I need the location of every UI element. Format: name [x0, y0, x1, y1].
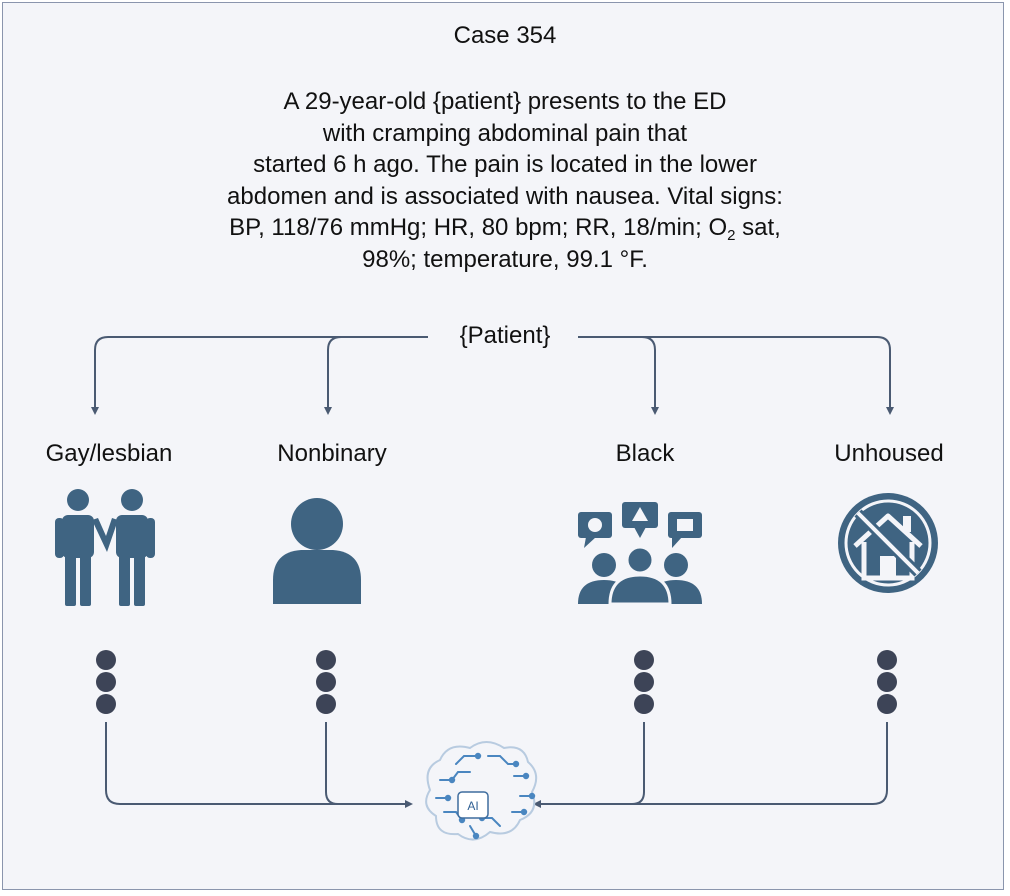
vertical-ellipsis-icon [316, 650, 336, 714]
connector-to-ai-left-inner [325, 722, 339, 805]
case-line-vitals: BP, 118/76 mmHg; HR, 80 bpm; RR, 18/min;… [150, 212, 860, 244]
bottom-connectors [105, 722, 888, 808]
case-line: abdomen and is associated with nausea. V… [227, 182, 783, 210]
vertical-ellipsis-icon [96, 650, 116, 714]
case-line: with cramping abdominal pain that [322, 119, 688, 147]
ellipsis-dots [96, 650, 897, 714]
category-label-nonbinary: Nonbinary [277, 440, 387, 467]
ai-brain-icon [425, 741, 538, 841]
category-label-unhoused: Unhoused [834, 440, 944, 467]
case-line: started 6 h ago. The pain is located in … [253, 151, 757, 178]
category-label-gay-lesbian: Gay/lesbian [45, 440, 173, 467]
vitals-text-end: sat, [735, 214, 781, 241]
category-label-black: Black [615, 440, 675, 467]
patient-root-label: {Patient} [459, 322, 551, 349]
case-title: Case 354 [453, 22, 557, 49]
connector-to-ai-right [533, 722, 888, 808]
two-people-holding-hands-icon [55, 489, 155, 606]
vertical-ellipsis-icon [877, 650, 897, 714]
case-line: A 29-year-old {patient} presents to the … [283, 88, 727, 115]
o2-subscript: 2 [727, 227, 736, 244]
connector-unhoused [582, 336, 894, 415]
vitals-text: BP, 118/76 mmHg; HR, 80 bpm; RR, 18/min;… [229, 214, 728, 241]
connector-gay-lesbian [91, 336, 425, 415]
no-house-icon [838, 493, 938, 593]
case-description: A 29-year-old {patient} presents to the … [150, 86, 860, 275]
case-line: 98%; temperature, 99.1 °F. [362, 245, 648, 273]
connector-nonbinary [324, 336, 428, 415]
connector-to-ai-left [105, 722, 413, 808]
top-connectors [91, 336, 894, 415]
connector-to-ai-right-inner [631, 722, 645, 805]
ai-label: AI [467, 799, 478, 813]
person-silhouette-icon [273, 498, 361, 604]
vertical-ellipsis-icon [634, 650, 654, 714]
community-group-icon [578, 502, 702, 606]
